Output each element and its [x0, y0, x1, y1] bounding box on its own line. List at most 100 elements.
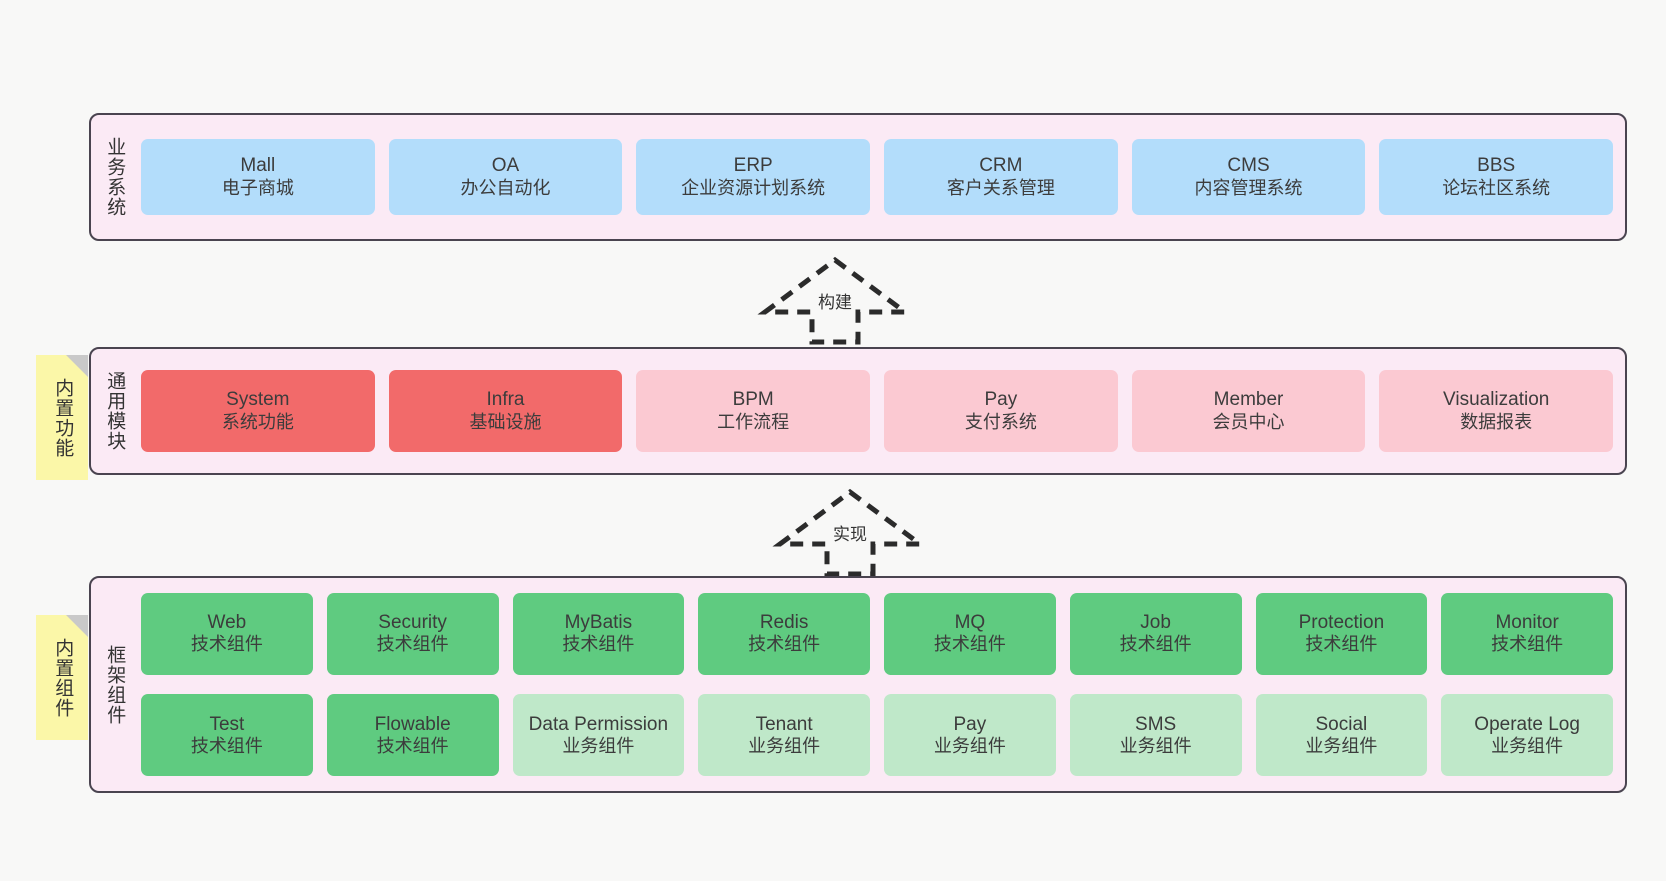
card-bpm-cn: 工作流程	[717, 411, 790, 432]
card-cms[interactable]: CMS 内容管理系统	[1131, 139, 1366, 215]
card-crm-cn: 客户关系管理	[946, 177, 1055, 198]
card-pay-module-en: Pay	[984, 389, 1018, 411]
card-pay-component-cn: 业务组件	[933, 735, 1006, 756]
card-erp[interactable]: ERP 企业资源计划系统	[636, 139, 871, 215]
layer-framework-component: 框架组件 Web 技术组件 Security 技术组件 MyBatis 技术组件	[89, 576, 1627, 793]
framework-card-rows: Web 技术组件 Security 技术组件 MyBatis 技术组件 Redi…	[141, 578, 1613, 791]
layer-common-module: 通用模块 System 系统功能 Infra 基础设施 BPM 工作流程 Pay	[89, 347, 1627, 475]
card-flowable-cn: 技术组件	[376, 735, 449, 756]
card-operate-log-cn: 业务组件	[1491, 735, 1564, 756]
layer-body-business: Mall 电子商城 OA 办公自动化 ERP 企业资源计划系统 CRM 客户关系…	[137, 115, 1625, 239]
card-protection-en: Protection	[1298, 612, 1385, 634]
card-erp-en: ERP	[733, 155, 773, 177]
card-redis[interactable]: Redis 技术组件	[698, 592, 870, 675]
card-mq-en: MQ	[954, 612, 986, 634]
card-test-en: Test	[209, 713, 245, 735]
card-crm[interactable]: CRM 客户关系管理	[884, 139, 1118, 215]
card-tenant-cn: 业务组件	[748, 735, 821, 756]
card-system-cn: 系统功能	[221, 411, 294, 432]
layer-title-framework: 框架组件	[104, 644, 126, 725]
arrow-build-label: 构建	[818, 293, 852, 312]
card-monitor-cn: 技术组件	[1491, 634, 1564, 655]
card-mall-cn: 电子商城	[221, 177, 294, 198]
card-infra-en: Infra	[486, 389, 525, 411]
card-pay-module[interactable]: Pay 支付系统	[884, 370, 1118, 452]
card-mybatis[interactable]: MyBatis 技术组件	[512, 592, 685, 675]
card-mq[interactable]: MQ 技术组件	[884, 592, 1056, 675]
card-data-permission[interactable]: Data Permission 业务组件	[512, 694, 685, 777]
card-visualization-cn: 数据报表	[1460, 411, 1533, 432]
card-flowable[interactable]: Flowable 技术组件	[326, 694, 499, 777]
common-card-row: System 系统功能 Infra 基础设施 BPM 工作流程 Pay 支付系统…	[141, 370, 1614, 452]
arrow-build: 构建	[755, 256, 915, 346]
note-builtin-function-label: 内置功能	[52, 377, 74, 458]
card-mq-cn: 技术组件	[933, 634, 1006, 655]
card-test[interactable]: Test 技术组件	[141, 694, 313, 777]
card-bbs[interactable]: BBS 论坛社区系统	[1379, 139, 1614, 215]
card-member-cn: 会员中心	[1212, 411, 1285, 432]
card-data-permission-en: Data Permission	[528, 713, 669, 735]
card-job-cn: 技术组件	[1119, 634, 1192, 655]
layer-title-common: 通用模块	[104, 371, 126, 451]
framework-row-tech: Web 技术组件 Security 技术组件 MyBatis 技术组件 Redi…	[141, 590, 1613, 678]
arrow-implement-icon	[772, 488, 928, 577]
card-oa-cn: 办公自动化	[460, 177, 551, 198]
layer-title-business: 业务系统	[104, 137, 126, 217]
card-tenant-en: Tenant	[755, 713, 813, 735]
card-bbs-cn: 论坛社区系统	[1442, 177, 1551, 198]
card-sms-cn: 业务组件	[1119, 735, 1192, 756]
layer-body-framework: Web 技术组件 Security 技术组件 MyBatis 技术组件 Redi…	[137, 578, 1625, 791]
card-bpm-en: BPM	[732, 389, 774, 411]
card-crm-en: CRM	[979, 155, 1023, 177]
card-tenant[interactable]: Tenant 业务组件	[698, 694, 870, 777]
card-pay-module-cn: 支付系统	[964, 411, 1037, 432]
card-bbs-en: BBS	[1477, 155, 1516, 177]
card-mall-en: Mall	[240, 155, 276, 177]
card-web-cn: 技术组件	[190, 634, 263, 655]
card-bpm[interactable]: BPM 工作流程	[636, 370, 871, 452]
layer-business-system: 业务系统 Mall 电子商城 OA 办公自动化 ERP 企业资源计划系统 CRM	[89, 113, 1627, 241]
layer-body-common: System 系统功能 Infra 基础设施 BPM 工作流程 Pay 支付系统…	[137, 349, 1625, 473]
card-erp-cn: 企业资源计划系统	[681, 177, 826, 198]
card-redis-cn: 技术组件	[748, 634, 821, 655]
arrow-build-icon	[757, 256, 913, 345]
card-redis-en: Redis	[759, 612, 809, 634]
framework-row-business: Test 技术组件 Flowable 技术组件 Data Permission …	[141, 692, 1613, 780]
card-test-cn: 技术组件	[190, 735, 263, 756]
arrow-implement-label: 实现	[833, 525, 867, 544]
arrow-implement: 实现	[770, 488, 930, 578]
card-mybatis-cn: 技术组件	[562, 634, 635, 655]
card-member[interactable]: Member 会员中心	[1131, 370, 1366, 452]
card-monitor[interactable]: Monitor 技术组件	[1441, 592, 1613, 675]
card-member-en: Member	[1213, 389, 1284, 411]
card-job[interactable]: Job 技术组件	[1069, 592, 1242, 675]
card-oa[interactable]: OA 办公自动化	[388, 139, 623, 215]
card-flowable-en: Flowable	[374, 713, 451, 735]
card-system[interactable]: System 系统功能	[141, 370, 375, 452]
card-web-en: Web	[207, 612, 247, 634]
card-pay-component-en: Pay	[953, 713, 987, 735]
card-cms-en: CMS	[1227, 155, 1270, 177]
card-oa-en: OA	[491, 155, 520, 177]
card-mall[interactable]: Mall 电子商城	[141, 139, 375, 215]
card-job-en: Job	[1140, 612, 1171, 634]
card-social-cn: 业务组件	[1305, 735, 1378, 756]
card-monitor-en: Monitor	[1495, 612, 1559, 634]
card-pay-component[interactable]: Pay 业务组件	[884, 694, 1056, 777]
business-card-row: Mall 电子商城 OA 办公自动化 ERP 企业资源计划系统 CRM 客户关系…	[141, 139, 1614, 215]
card-sms-en: SMS	[1135, 713, 1177, 735]
card-visualization[interactable]: Visualization 数据报表	[1379, 370, 1614, 452]
card-security-cn: 技术组件	[376, 634, 449, 655]
card-web[interactable]: Web 技术组件	[141, 592, 313, 675]
card-operate-log[interactable]: Operate Log 业务组件	[1441, 694, 1613, 777]
card-protection[interactable]: Protection 技术组件	[1255, 592, 1428, 675]
card-operate-log-en: Operate Log	[1474, 713, 1580, 735]
note-builtin-component-label: 内置组件	[52, 637, 74, 718]
card-sms[interactable]: SMS 业务组件	[1069, 694, 1242, 777]
card-infra[interactable]: Infra 基础设施	[388, 370, 623, 452]
card-social-en: Social	[1315, 713, 1368, 735]
card-protection-cn: 技术组件	[1305, 634, 1378, 655]
card-security[interactable]: Security 技术组件	[326, 592, 499, 675]
card-social[interactable]: Social 业务组件	[1255, 694, 1428, 777]
note-builtin-function: 内置功能	[36, 355, 88, 480]
